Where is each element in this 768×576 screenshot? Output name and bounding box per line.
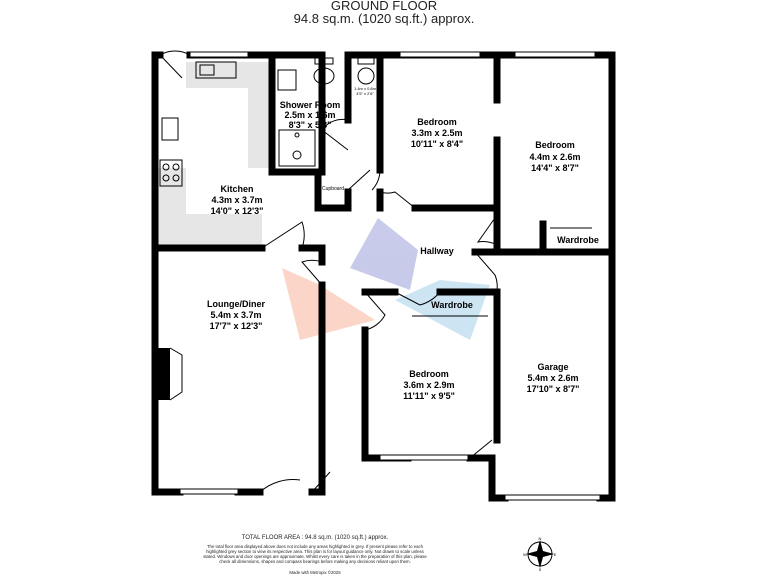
- label: 1.4m x 0.8m: [354, 86, 377, 91]
- room-hallway: Hallway: [420, 246, 454, 256]
- kitchen-sink-icon: [195, 61, 237, 79]
- label: 5.4m x 3.7m: [210, 310, 261, 320]
- label: S: [539, 567, 542, 572]
- floor-area: 94.8 sq.m. (1020 sq.ft.) approx.: [293, 11, 475, 26]
- label: 14'4" x 8'7": [531, 163, 579, 173]
- label: Garage: [537, 362, 568, 372]
- window: [514, 51, 596, 58]
- label: 11'11" x 9'5": [403, 391, 455, 401]
- label: Bedroom: [409, 369, 449, 379]
- room-wc: 1.4m x 0.8m4'5" x 2'6": [354, 86, 377, 96]
- shower-tray-icon: [278, 129, 316, 167]
- toilet-icon: [313, 57, 335, 85]
- label: 2.5m x 1.6m: [284, 110, 335, 120]
- label: 4.3m x 3.7m: [211, 195, 262, 205]
- made-with: Made with Metropix ©2025: [289, 570, 341, 575]
- label: Kitchen: [220, 184, 253, 194]
- washing-machine-icon: [161, 117, 179, 141]
- total-floor-area: TOTAL FLOOR AREA : 94.8 sq.m. (1020 sq.f…: [241, 535, 389, 541]
- label: 10'11" x 8'4": [411, 139, 463, 149]
- watermark-logo: [282, 218, 490, 340]
- toilet-icon: [357, 57, 375, 85]
- fireplace-icon: [158, 347, 183, 401]
- label: 17'10" x 8'7": [527, 384, 580, 394]
- compass-icon: N E S W: [523, 536, 557, 572]
- door-swings: [159, 50, 592, 493]
- label: 4.4m x 2.6m: [529, 152, 580, 162]
- room-wardrobe-1: Wardrobe: [557, 235, 599, 245]
- label: 8'3" x 5'3": [289, 120, 332, 130]
- floor-title: GROUND FLOOR: [330, 0, 438, 13]
- basin-icon: [277, 69, 297, 91]
- label: Bedroom: [535, 140, 575, 150]
- label: 3.6m x 2.9m: [403, 380, 454, 390]
- label: 4'5" x 2'6": [356, 91, 374, 96]
- label: N: [539, 536, 542, 541]
- room-wardrobe-2: Wardrobe: [431, 300, 473, 310]
- label: 14'0" x 12'3": [211, 206, 264, 216]
- label: Shower Room: [280, 100, 341, 110]
- label: W: [523, 552, 527, 557]
- label: 5.4m x 2.6m: [527, 373, 578, 383]
- window: [189, 51, 249, 58]
- disclaimer: The total floor area displayed above doe…: [203, 544, 427, 564]
- window: [379, 454, 469, 461]
- label: E: [554, 552, 557, 557]
- window: [179, 488, 239, 495]
- label: 17'7" x 12'3": [210, 321, 263, 331]
- room-cupboard: Cupboard: [322, 186, 344, 192]
- garage-door: [504, 494, 601, 501]
- hob-icon: [159, 159, 183, 187]
- label: 3.3m x 2.5m: [411, 128, 462, 138]
- label: Lounge/Diner: [207, 299, 265, 309]
- window: [399, 51, 481, 58]
- kitchen-grey-area: [155, 62, 272, 245]
- label: Bedroom: [417, 117, 457, 127]
